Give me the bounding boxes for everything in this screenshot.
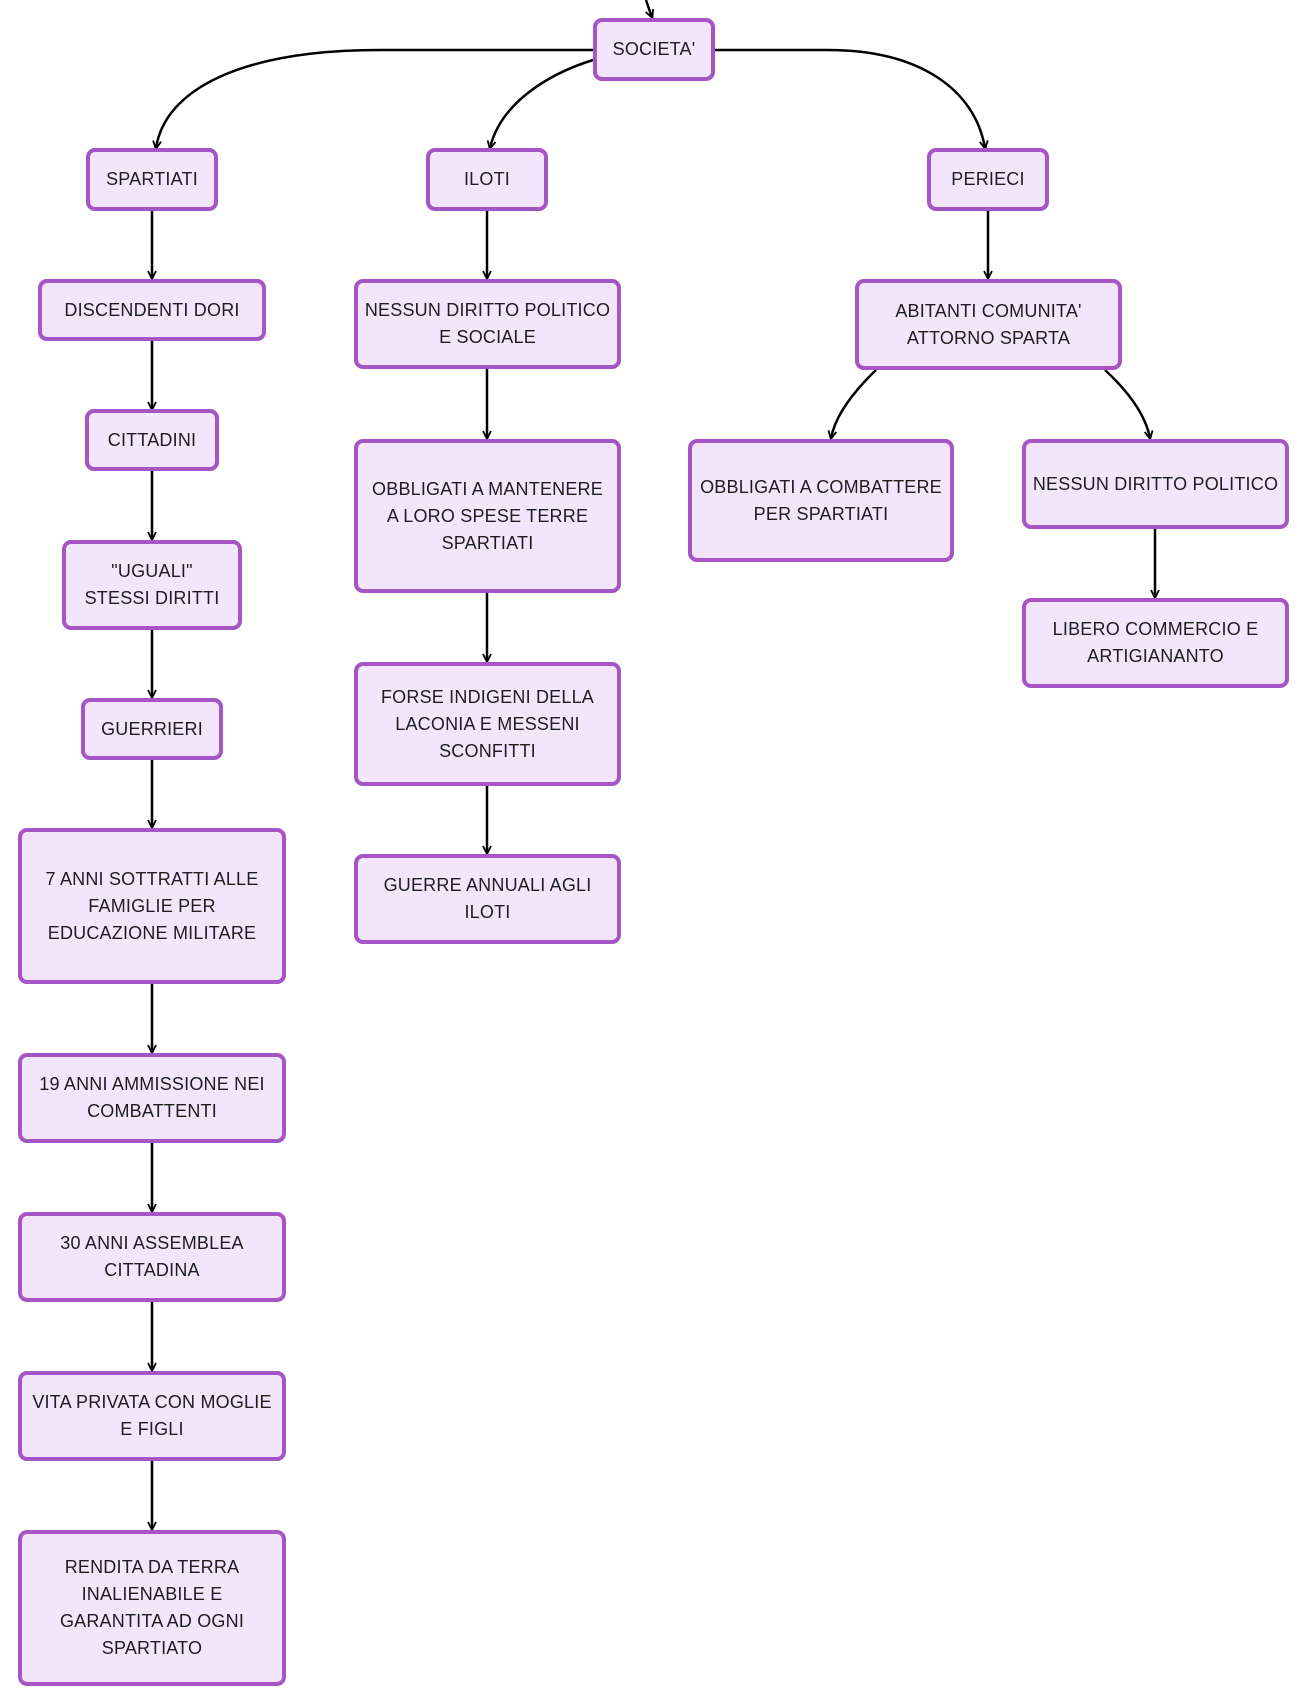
node-perieci[interactable]: PERIECI <box>927 148 1049 211</box>
node-forse-indigeni[interactable]: FORSE INDIGENI DELLA LACONIA E MESSENI S… <box>354 662 621 786</box>
node-spartiati[interactable]: SPARTIATI <box>86 148 218 211</box>
node-libero-commercio[interactable]: LIBERO COMMERCIO E ARTIGIANANTO <box>1022 598 1289 688</box>
connector-societa-iloti <box>490 58 594 148</box>
node-obbligati-combattere[interactable]: OBBLIGATI A COMBATTERE PER SPARTIATI <box>688 439 954 562</box>
node-diciannove-anni[interactable]: 19 ANNI AMMISSIONE NEI COMBATTENTI <box>18 1053 286 1143</box>
connector-incoming-societa <box>644 0 652 17</box>
node-uguali[interactable]: "UGUALI" STESSI DIRITTI <box>62 540 242 630</box>
node-abitanti[interactable]: ABITANTI COMUNITA' ATTORNO SPARTA <box>855 279 1122 370</box>
node-guerrieri[interactable]: GUERRIERI <box>81 698 223 760</box>
node-societa[interactable]: SOCIETA' <box>593 18 715 81</box>
node-vita-privata[interactable]: VITA PRIVATA CON MOGLIE E FIGLI <box>18 1371 286 1461</box>
connector-abitanti-obbligati-combattere <box>831 369 877 438</box>
node-guerre-annuali[interactable]: GUERRE ANNUALI AGLI ILOTI <box>354 854 621 944</box>
node-rendita[interactable]: RENDITA DA TERRA INALIENABILE E GARANTIT… <box>18 1530 286 1686</box>
connector-societa-perieci <box>715 48 985 148</box>
connector-abitanti-nessun-diritto-politico <box>1104 369 1150 438</box>
node-iloti[interactable]: ILOTI <box>426 148 548 211</box>
node-trenta-anni[interactable]: 30 ANNI ASSEMBLEA CITTADINA <box>18 1212 286 1302</box>
node-obbligati-mantenere[interactable]: OBBLIGATI A MANTENERE A LORO SPESE TERRE… <box>354 439 621 593</box>
connector-societa-spartiati <box>156 48 593 148</box>
node-discendenti-dori[interactable]: DISCENDENTI DORI <box>38 279 266 341</box>
node-nessun-diritto-politico[interactable]: NESSUN DIRITTO POLITICO <box>1022 439 1289 529</box>
node-cittadini[interactable]: CITTADINI <box>85 409 219 471</box>
node-nessun-diritto-politico-sociale[interactable]: NESSUN DIRITTO POLITICO E SOCIALE <box>354 279 621 369</box>
node-sette-anni[interactable]: 7 ANNI SOTTRATTI ALLE FAMIGLIE PER EDUCA… <box>18 828 286 984</box>
